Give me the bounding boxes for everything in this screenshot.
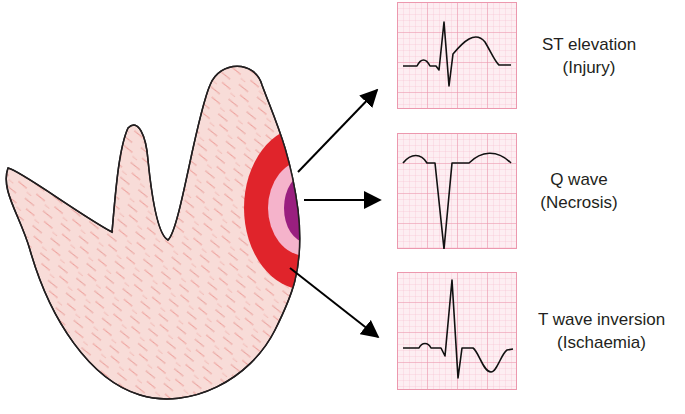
pointer-arrow: [304, 199, 380, 201]
ecg-trace: [403, 22, 511, 86]
ecg-trace: [403, 280, 513, 378]
ecg-panel: T wave inversion (Ischaemia): [397, 272, 674, 390]
ecg-strip: [397, 2, 517, 109]
ecg-label: Q wave (Necrosis): [529, 168, 629, 214]
ecg-strip: [397, 133, 517, 249]
ecg-panel: Q wave (Necrosis): [397, 133, 629, 249]
ecg-trace: [403, 153, 511, 249]
ecg-label: ST elevation (Injury): [529, 33, 649, 79]
ecg-label: T wave inversion (Ischaemia): [529, 308, 674, 354]
ecg-panel: ST elevation (Injury): [397, 2, 649, 109]
ecg-grid: [398, 3, 517, 109]
injury-zone: [244, 126, 368, 290]
ecg-grid: [398, 134, 517, 249]
heart-border: [6, 66, 300, 399]
pointer-arrow: [298, 90, 377, 172]
necrosis-border: [268, 160, 344, 256]
pointer-arrow: [290, 268, 378, 337]
ecg-grid: [398, 273, 517, 390]
necrosis-core: [284, 174, 328, 242]
ecg-strip: [397, 272, 517, 390]
